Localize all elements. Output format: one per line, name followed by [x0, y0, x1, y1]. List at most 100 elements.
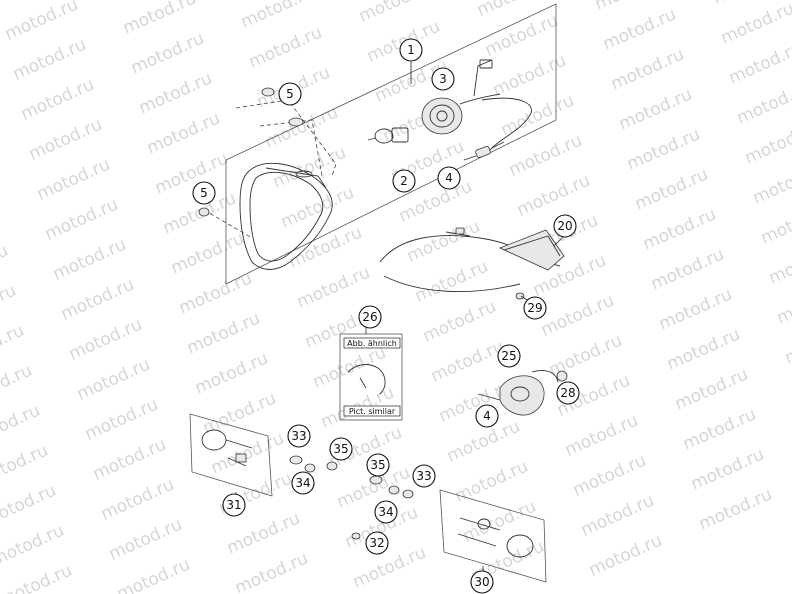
callout-26: 26 [358, 305, 382, 329]
watermark-text: motod.ru [176, 269, 255, 319]
callout-34-left: 34 [291, 471, 315, 495]
callout-label: 1 [407, 43, 415, 57]
watermark-text: motod.ru [144, 109, 223, 159]
callout-5-top: 5 [278, 82, 302, 106]
watermark-text: motod.ru [208, 429, 287, 479]
callout-4-bottom: 4 [475, 404, 499, 428]
watermark-text: motod.ru [428, 337, 507, 387]
light-cover-20 [498, 229, 565, 271]
watermark-text: motod.ru [128, 29, 207, 79]
watermark-text: motod.ru [624, 125, 703, 175]
callout-label: 34 [295, 476, 310, 490]
watermark-text: motod.ru [420, 297, 499, 347]
callout-label: 2 [400, 174, 408, 188]
watermark-text: motod.ru [82, 395, 161, 445]
watermark-text: motod.ru [58, 275, 137, 325]
callout-label: 33 [291, 429, 306, 443]
watermark-text: motod.ru [246, 23, 325, 73]
callout-label: 20 [557, 219, 572, 233]
similar-picture-panel [339, 333, 403, 421]
callout-2: 2 [392, 169, 416, 193]
watermark-text: motod.ru [482, 11, 561, 61]
watermark-text: motod.ru [192, 349, 271, 399]
watermark-text: motod.ru [0, 481, 59, 531]
screw-29 [515, 292, 525, 300]
decal-panel-31 [189, 413, 273, 497]
watermark-text: motod.ru [350, 543, 429, 593]
watermark-text: motod.ru [664, 325, 743, 375]
watermark-text: motod.ru [200, 389, 279, 439]
reflector-socket [421, 59, 501, 135]
watermark-text: motod.ru [570, 451, 649, 501]
watermark-text: motod.ru [152, 149, 231, 199]
similar-panel-bottom-label: Pict. similar [349, 407, 396, 416]
callout-label: 31 [226, 498, 241, 512]
grommet-parts [198, 87, 304, 217]
watermark-text: motod.ru [742, 119, 792, 169]
watermark-text: motod.ru [672, 365, 751, 415]
callout-31: 31 [222, 493, 246, 517]
watermark-text: motod.ru [490, 51, 569, 101]
callout-layer: 1 2 3 4 4 5 5 20 [192, 38, 580, 594]
watermark-text: motod.ru [656, 285, 735, 335]
callout-label: 34 [378, 505, 393, 519]
callout-label: 30 [474, 575, 489, 589]
watermark-text: motod.ru [270, 143, 349, 193]
callout-20: 20 [553, 214, 577, 238]
callout-label: 32 [369, 536, 384, 550]
watermark-text: motod.ru [412, 257, 491, 307]
callout-label: 4 [445, 171, 453, 185]
watermark-text: motod.ru [452, 457, 531, 507]
callout-4-top: 4 [437, 166, 461, 190]
watermark-text: motod.ru [114, 555, 193, 594]
watermark-text: motod.ru [506, 131, 585, 181]
mounting-guides [203, 99, 337, 239]
similar-panel-top-label: Abb. ähnlich [347, 339, 397, 348]
callout-33-left: 33 [287, 424, 311, 448]
callout-label: 3 [439, 72, 447, 86]
callout-label: 35 [370, 458, 385, 472]
watermark-text: motod.ru [262, 103, 341, 153]
watermark-text: motod.ru [34, 155, 113, 205]
headlight-bulb [367, 127, 409, 144]
watermark-text: motod.ru [98, 475, 177, 525]
callout-label: 26 [362, 310, 377, 324]
watermark-text: motod.ru [106, 515, 185, 565]
watermark-text: motod.ru [680, 405, 759, 455]
watermark-text: motod.ru [50, 235, 129, 285]
callout-5-left: 5 [192, 181, 216, 205]
watermark-text: motod.ru [562, 411, 641, 461]
watermark-text: motod.ru [404, 217, 483, 267]
watermark-text: motod.ru [538, 291, 617, 341]
callout-35-left: 35 [329, 437, 353, 461]
watermark-text: motod.ru [718, 0, 792, 49]
headlight-assembly-frame [225, 3, 557, 285]
watermark-text: motod.ru [136, 69, 215, 119]
callout-label: 35 [333, 442, 348, 456]
watermark-text: motod.ru [632, 165, 711, 215]
callout-29: 29 [523, 296, 547, 320]
watermark-text: motod.ru [2, 0, 81, 45]
watermark-text: motod.ru [586, 531, 665, 581]
watermark-text: motod.ru [640, 205, 719, 255]
callout-34-right: 34 [374, 500, 398, 524]
watermark-text: motod.ru [750, 159, 792, 209]
watermark-text: motod.ru [608, 45, 687, 95]
turn-signal-unit [477, 370, 568, 416]
headlight-mask [239, 162, 333, 270]
watermark-text: motod.ru [0, 561, 75, 594]
watermark-text: motod.ru [294, 263, 373, 313]
watermark-text: motod.ru [514, 171, 593, 221]
callout-label: 25 [501, 349, 516, 363]
watermark-text: motod.ru [10, 35, 89, 85]
watermark-text: motod.ru [0, 521, 67, 571]
callout-30: 30 [470, 570, 494, 594]
callout-label: 5 [286, 87, 294, 101]
watermark-text: motod.ru [184, 309, 263, 359]
watermark-text: motod.ru [286, 223, 365, 273]
callout-1: 1 [399, 38, 423, 62]
watermark-text: motod.ru [42, 195, 121, 245]
watermark-text: motod.ru [232, 549, 311, 594]
